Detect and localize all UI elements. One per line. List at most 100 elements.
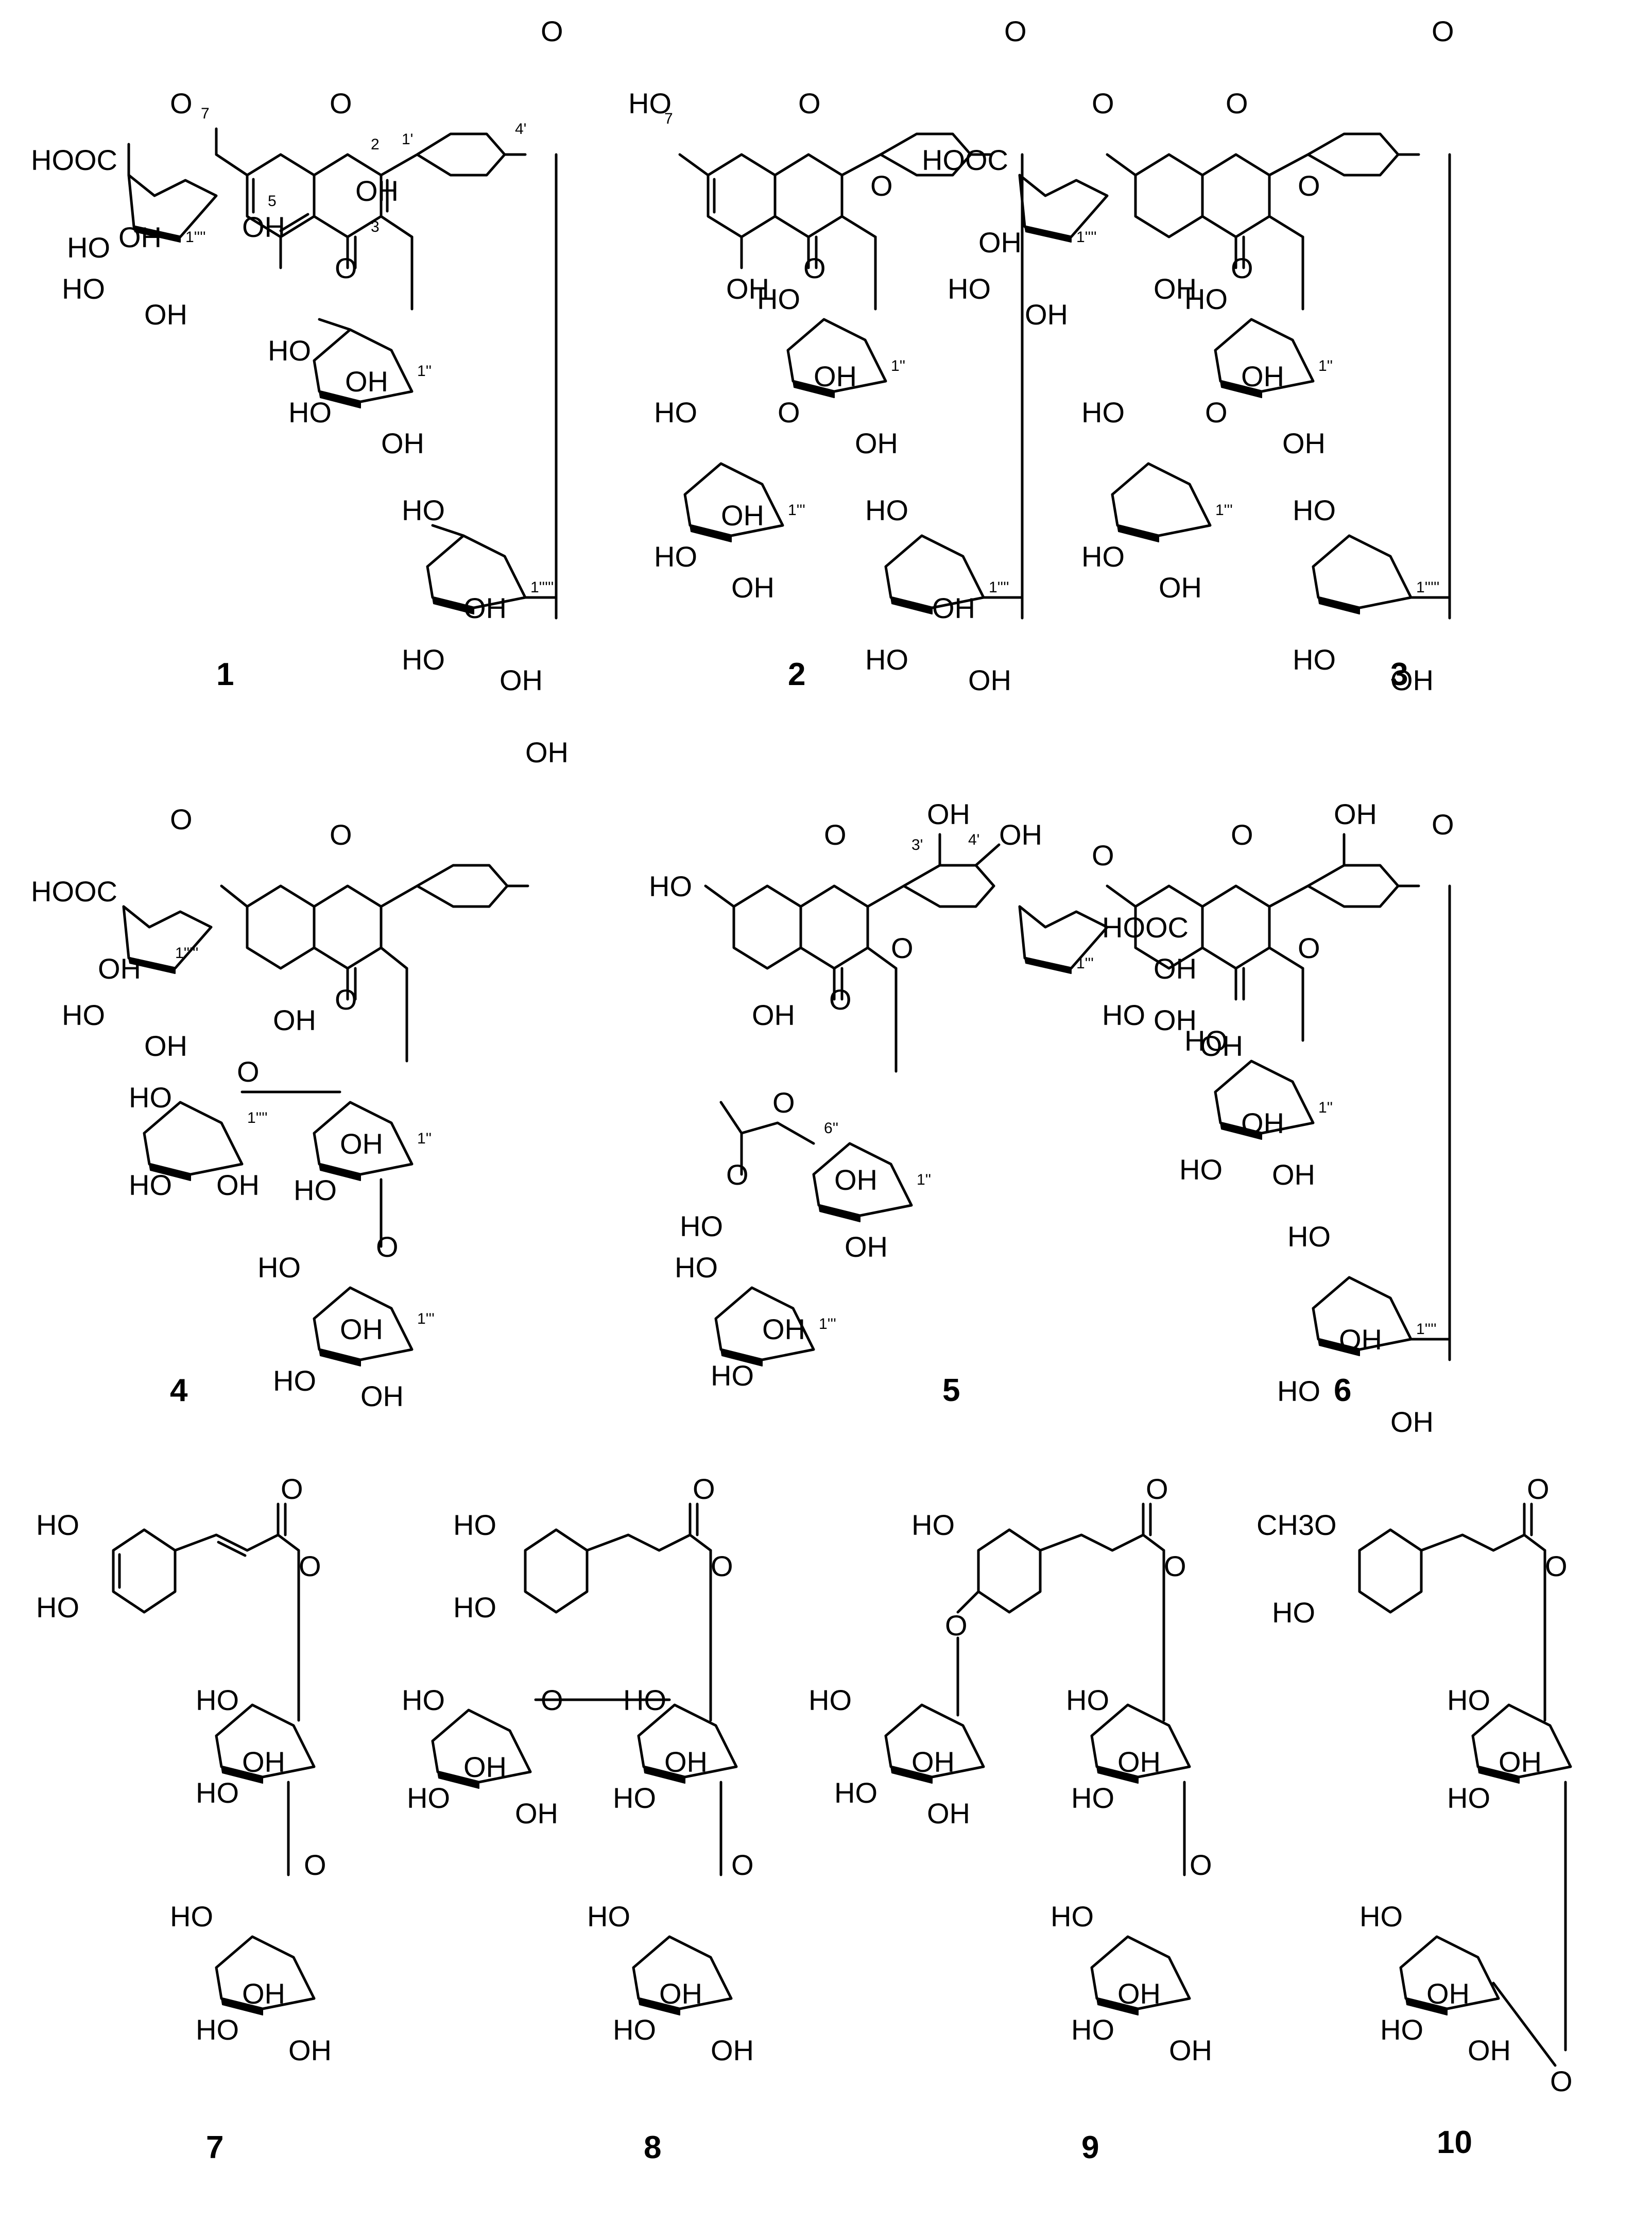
group-label: O: [170, 87, 193, 119]
group-label: O: [1164, 1550, 1186, 1582]
group-label: HOOC: [1102, 911, 1189, 944]
group-label: HO: [623, 1684, 666, 1716]
group-label: HO: [680, 1210, 723, 1242]
group-label: HO: [1179, 1153, 1223, 1186]
group-label: OH: [242, 211, 285, 243]
group-label: O: [330, 87, 352, 119]
group-label: CH3O: [1257, 1509, 1337, 1541]
group-label: O: [299, 1550, 321, 1582]
group-label: O: [1092, 87, 1114, 119]
compound-number: 8: [644, 2130, 661, 2165]
atom-number: 1'''': [185, 229, 206, 246]
group-label: OH: [726, 272, 769, 305]
group-label: HO: [1184, 1024, 1228, 1057]
group-label: HO: [67, 231, 110, 264]
group-label: OH: [731, 571, 775, 604]
atom-number: 1''': [417, 1310, 435, 1327]
group-label: O: [541, 15, 563, 47]
compound-9: HO O O O HO OH HO OH HO OH HO O HO OH HO…: [808, 1473, 1212, 2165]
compound-3: HOOC OH HO OH OH O O O O O HO OH OH O HO…: [922, 15, 1454, 696]
group-label: HO: [757, 283, 800, 315]
group-label: HO: [1051, 1900, 1094, 1933]
group-label: O: [726, 1158, 749, 1191]
atom-number: 1''': [788, 502, 805, 519]
group-label: O: [711, 1550, 733, 1582]
group-label: OH: [1241, 360, 1284, 392]
group-label: HO: [1447, 1782, 1490, 1814]
group-label: OH: [752, 999, 795, 1031]
group-label: O: [1432, 15, 1454, 47]
group-label: HO: [1293, 494, 1336, 526]
group-label: O: [1226, 87, 1248, 119]
group-label: O: [541, 1684, 563, 1716]
group-label: OH: [932, 592, 975, 624]
group-label: HO: [294, 1174, 337, 1206]
group-label: OH: [999, 818, 1042, 851]
group-label: HO: [36, 1509, 79, 1541]
compound-number: 6: [1334, 1373, 1351, 1408]
group-label: OH: [659, 1977, 702, 2010]
group-label: OH: [340, 1313, 383, 1345]
group-label: HO: [865, 643, 908, 676]
group-label: HO: [453, 1591, 496, 1624]
group-label: HO: [129, 1081, 172, 1114]
group-label: O: [237, 1055, 260, 1088]
group-label: OH: [463, 592, 507, 624]
atom-number: 1'': [417, 1130, 432, 1147]
atom-number: 3: [371, 218, 380, 235]
group-label: OH: [1159, 571, 1202, 604]
group-label: HO: [587, 1900, 630, 1933]
group-label: OH: [762, 1313, 805, 1345]
atom-number: 7: [201, 105, 210, 122]
group-label: OH: [381, 427, 424, 459]
compound-number: 4: [170, 1373, 188, 1408]
group-label: OH: [1272, 1158, 1315, 1191]
group-label: OH: [1117, 1977, 1161, 2010]
group-label: HO: [170, 1900, 213, 1933]
group-label: HO: [808, 1684, 852, 1716]
group-label: O: [1146, 1473, 1168, 1505]
group-label: HO: [1447, 1684, 1490, 1716]
group-label: OH: [845, 1231, 888, 1263]
group-label: OH: [1117, 1746, 1161, 1778]
group-label: HO: [1277, 1375, 1320, 1407]
group-label: OH: [834, 1164, 877, 1196]
group-label: HO: [654, 540, 697, 573]
compound-number: 9: [1081, 2130, 1099, 2165]
group-label: OH: [1334, 798, 1377, 830]
group-label: HOOC: [922, 144, 1008, 176]
group-label: HO: [654, 396, 697, 429]
group-label: HO: [36, 1591, 79, 1624]
group-label: HO: [711, 1359, 754, 1392]
group-label: O: [304, 1849, 326, 1881]
group-label: HO: [402, 643, 445, 676]
group-label: OH: [144, 1030, 187, 1062]
group-label: HO: [453, 1509, 496, 1541]
group-label: OH: [927, 1797, 970, 1830]
group-label: O: [376, 1231, 399, 1263]
group-label: OH: [463, 1751, 507, 1783]
group-label: O: [693, 1473, 715, 1505]
group-label: HO: [865, 494, 908, 526]
group-label: O: [778, 396, 800, 429]
group-label: HO: [273, 1364, 316, 1397]
group-label: OH: [242, 1977, 285, 2010]
group-label: O: [1205, 396, 1228, 429]
group-label: HO: [268, 334, 311, 367]
group-label: O: [824, 818, 847, 851]
group-label: O: [945, 1609, 968, 1642]
group-label: OH: [1154, 1004, 1197, 1036]
compound-number: 3: [1390, 657, 1408, 692]
group-label: O: [1298, 932, 1320, 964]
group-label: O: [1092, 839, 1114, 872]
compound-7: HO HO O O HO OH HO O HO OH HO OH 7: [36, 1473, 332, 2165]
atom-number: 1''''': [530, 579, 554, 596]
atom-number: 1'': [1318, 357, 1333, 374]
group-label: OH: [1468, 2034, 1511, 2066]
group-label: OH: [968, 664, 1011, 696]
group-label: HO: [675, 1251, 718, 1284]
group-label: O: [731, 1849, 754, 1881]
group-label: OH: [515, 1797, 558, 1830]
group-label: HO: [1360, 1900, 1403, 1933]
atom-number: 1'''': [989, 579, 1009, 596]
